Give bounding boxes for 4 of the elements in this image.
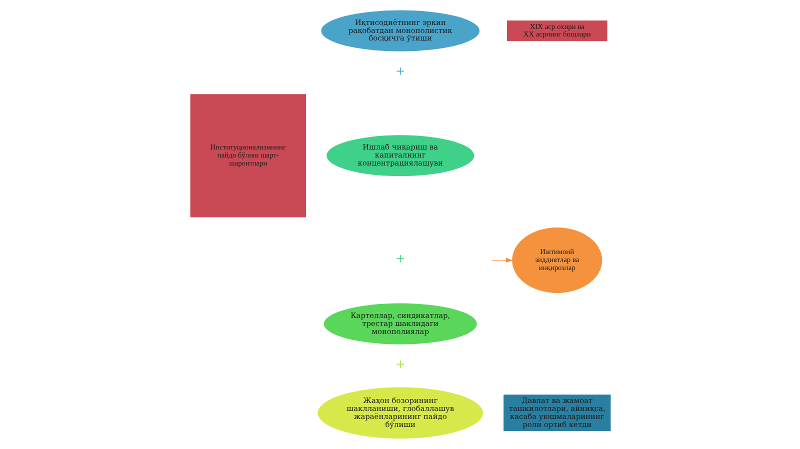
label: +: [395, 251, 404, 268]
arrow: [491, 258, 512, 263]
label: +: [395, 64, 404, 81]
label: +: [395, 356, 404, 374]
